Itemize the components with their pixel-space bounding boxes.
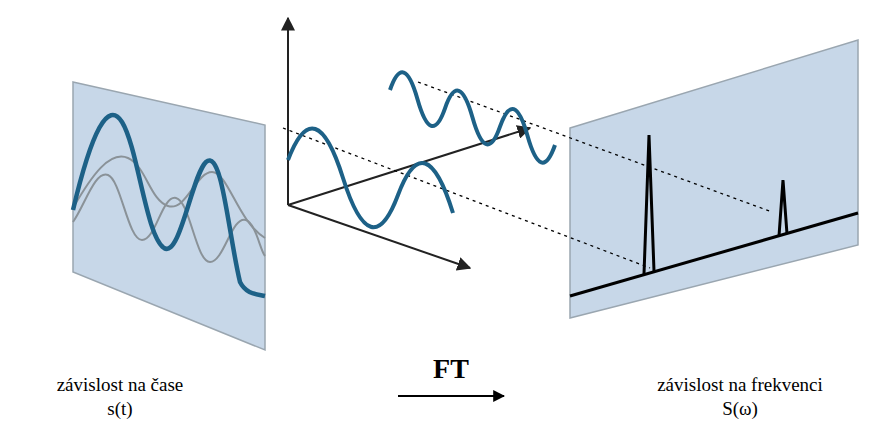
sine-wave: [288, 128, 453, 227]
transform-label: FT: [433, 354, 469, 385]
signal-curve: [73, 115, 265, 296]
time-panel: [73, 82, 265, 350]
spectrum-peak: [644, 135, 654, 274]
axis: [288, 205, 470, 268]
spectrum-peak: [779, 180, 787, 236]
axis-caption: závislost na čase: [57, 375, 184, 396]
sine-wave: [390, 72, 555, 162]
frequency-panel: [570, 40, 858, 318]
axis-caption: závislost na frekvenci: [657, 375, 823, 396]
projection-line: [283, 128, 650, 268]
axis-caption: S(ω): [722, 399, 758, 420]
frequency-baseline: [570, 213, 858, 296]
axis-caption: s(t): [107, 399, 132, 420]
axis: [287, 18, 289, 205]
projection-line: [418, 82, 772, 212]
transform-arrow: [398, 395, 504, 397]
